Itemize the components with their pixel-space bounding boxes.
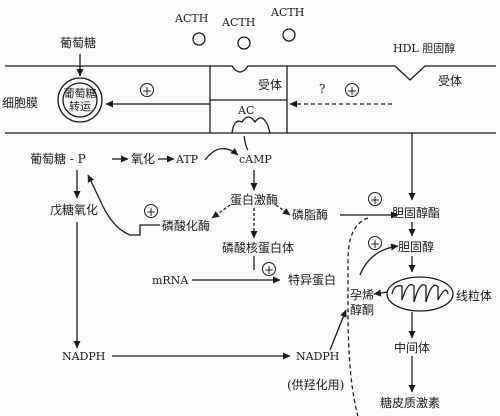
glucose-transporter-line1: 葡萄糖 (63, 87, 97, 100)
acth-label-3: ACTH (271, 6, 305, 19)
nadph-left-label: NADPH (62, 350, 106, 363)
atp-to-camp-arrow (204, 147, 239, 161)
glucose-transporter-inner (62, 82, 98, 118)
nadph-to-pregnenolone (329, 309, 347, 351)
plus-sign-icon-phosphorylase: + (144, 204, 158, 219)
pentose-oxidation-label: 戊糖氧化 (50, 203, 99, 217)
pregnenolone-label: 孕烯 醇酮 (350, 288, 374, 318)
kinase-to-lipase (275, 204, 291, 216)
glucose-transporter-line2: 转运 (69, 100, 91, 113)
ac-label: AC (238, 104, 255, 117)
protein-to-cholesterol-arrow (359, 243, 399, 276)
phosphorylase-label: 磷酸化酶 (162, 219, 211, 233)
pregnenolone-line2: 醇酮 (350, 303, 375, 317)
camp-label: cAMP (239, 153, 272, 166)
mitochondria-cristae (391, 283, 449, 303)
plus-sign-icon-nucleoprotein: + (262, 262, 276, 277)
cell-membrane-label: 细胞膜 (2, 96, 39, 110)
phospho-nucleoprotein-label: 磷酸核蛋白体 (222, 241, 295, 255)
acth-label-1: ACTH (175, 12, 209, 25)
ac-to-camp-arrow (243, 135, 249, 151)
protein-kinase-label: 蛋白激酶 (230, 193, 279, 207)
pregnenolone-line1: 孕烯 (350, 288, 375, 302)
mrna-label: mRNA (152, 274, 189, 287)
hydroxylation-label: (供羟化用) (287, 378, 345, 392)
acth-circle-3 (282, 28, 296, 42)
plus-sign-icon-cholesterol: + (368, 236, 382, 251)
oxidation-label: 氧化 (131, 152, 156, 166)
acth-label-2: ACTH (222, 16, 256, 29)
question-label: ? (319, 82, 326, 96)
intermediate-label: 中间体 (394, 341, 431, 355)
mitochondria-to-pregnenolone (373, 289, 389, 297)
plus-sign-icon-hdl: + (345, 83, 359, 98)
lipase-label: 磷脂酶 (292, 208, 329, 222)
membrane-top-line (5, 65, 496, 81)
specific-protein-label: 特异蛋白 (288, 273, 337, 287)
acth-circle-1 (192, 32, 206, 46)
atp-label: ATP (176, 153, 199, 166)
acth-circle-2 (237, 36, 251, 50)
ac-enzyme-shape (231, 116, 271, 134)
corticosteroid-label: 糖皮质激素 (380, 396, 441, 410)
plus-sign-icon-lipase: + (368, 192, 382, 207)
dashed-boundary (347, 217, 369, 416)
plus-sign-icon-transporter: + (140, 83, 154, 98)
nadph-right-label: NADPH (296, 350, 340, 363)
cholesterol-ester-label: 胆固醇酯 (392, 206, 441, 220)
mitochondria-label: 线粒体 (456, 289, 493, 303)
phosphorylase-loop (87, 174, 160, 236)
kinase-to-phosphorylase (211, 204, 231, 219)
mitochondria-outer (386, 276, 454, 312)
glucose-transporter-label: 葡萄糖 转运 (57, 87, 103, 113)
membrane-receptor-label: 受体 (258, 78, 283, 92)
glucose-top-label: 葡萄糖 (60, 36, 97, 50)
glucose-transporter-circle (57, 77, 103, 123)
cholesterol-label: 胆固醇 (398, 240, 435, 254)
hdl-cholesterol-label: HDL 胆固醇 (393, 42, 456, 55)
hdl-receptor-label: 受体 (438, 74, 463, 88)
glucose-p-label: 葡萄糖 - P (30, 152, 86, 166)
